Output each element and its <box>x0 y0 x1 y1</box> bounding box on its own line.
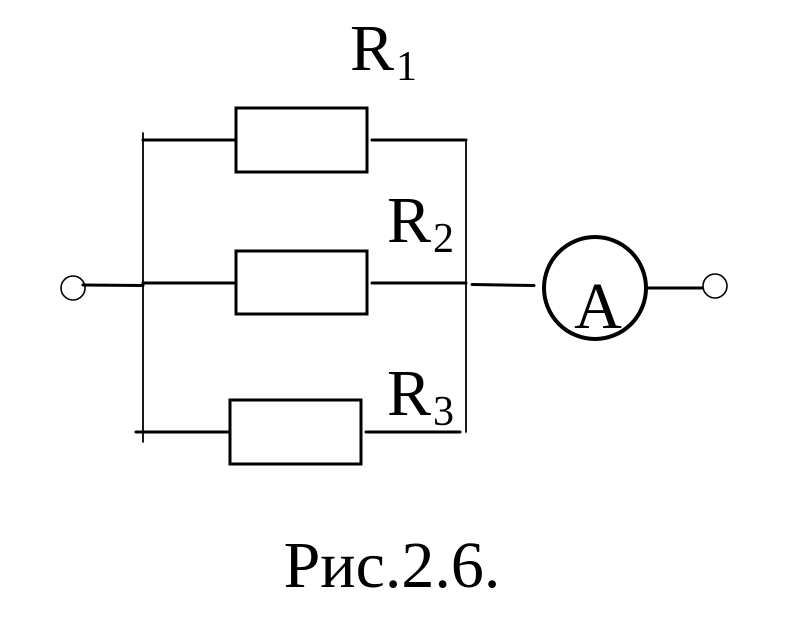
label-r2: R2 <box>387 184 454 262</box>
label-r3: R3 <box>387 357 454 435</box>
ammeter <box>542 235 648 341</box>
right-terminal <box>702 273 728 299</box>
resistor-r2 <box>234 249 369 316</box>
label-r2-index: 2 <box>433 216 454 262</box>
label-r3-index: 3 <box>433 389 454 435</box>
label-r1-letter: R <box>350 12 394 85</box>
ammeter-label: A <box>574 270 622 343</box>
label-r2-letter: R <box>387 184 431 257</box>
left-terminal <box>60 275 86 301</box>
resistor-r1 <box>234 106 369 174</box>
figure-caption: Рис.2.6. <box>284 529 501 602</box>
wire-to-ammeter <box>470 283 536 287</box>
wire-left-lead <box>81 283 145 287</box>
label-r3-letter: R <box>387 357 431 430</box>
label-r1: R1 <box>350 12 417 90</box>
label-r1-index: 1 <box>396 44 417 90</box>
resistor-r3 <box>228 398 363 466</box>
